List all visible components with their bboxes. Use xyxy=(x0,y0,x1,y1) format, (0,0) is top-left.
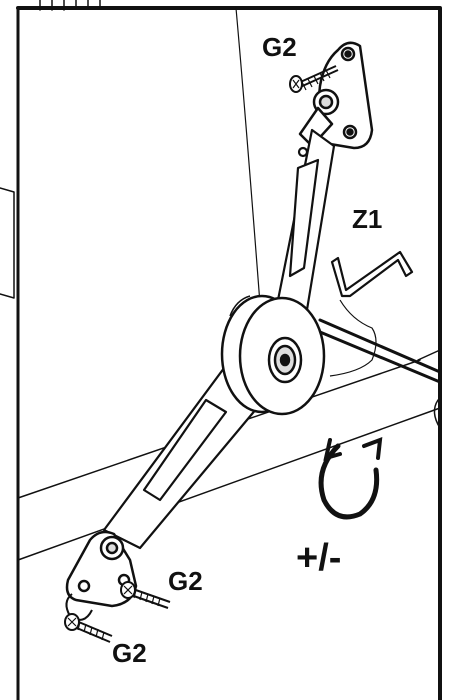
label-screw-top: G2 xyxy=(262,32,297,62)
label-screw-bottom-left: G2 xyxy=(112,638,147,668)
label-adjust-sign: +/- xyxy=(296,537,341,579)
rotate-arrows-icon xyxy=(318,436,383,520)
screw-bottom-left-icon xyxy=(64,613,113,643)
label-hex-key: Z1 xyxy=(352,204,382,234)
bottom-bracket xyxy=(65,530,138,621)
screw-bottom-right-icon xyxy=(120,581,171,609)
hex-key-icon xyxy=(329,250,414,377)
label-screw-bottom-right: G2 xyxy=(168,566,203,596)
mechanism-disk xyxy=(220,294,326,416)
screw-top-icon xyxy=(289,65,339,93)
